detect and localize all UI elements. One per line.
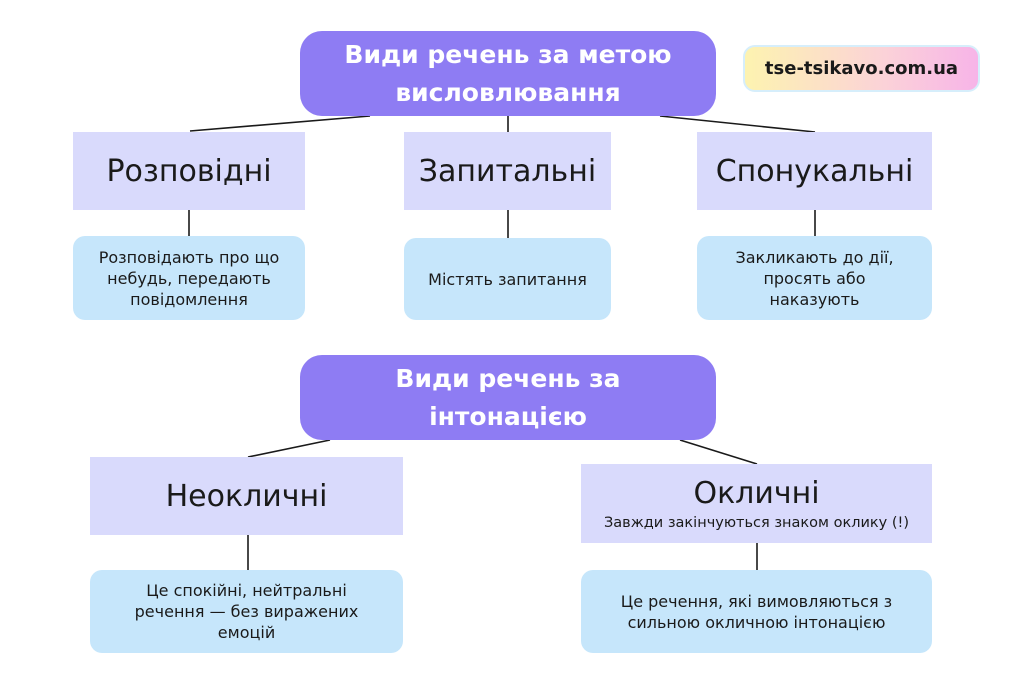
connector-line [247, 439, 331, 458]
connector-line [679, 439, 758, 465]
category-note: Завжди закінчуються знаком оклику (!) [603, 515, 909, 531]
category-interrogative: Запитальні [404, 132, 611, 210]
category-label: Окличні [693, 476, 820, 511]
intonation-header: Види речень за інтонацією [300, 355, 716, 440]
header-line: інтонацією [429, 401, 587, 431]
header-line: висловлювання [395, 77, 621, 107]
purpose-header: Види речень за метою висловлювання [300, 31, 716, 116]
description-box: Містять запитання [404, 238, 611, 320]
connector-line [189, 115, 371, 132]
category-exclamatory: Окличні Завжди закінчуються знаком оклик… [581, 464, 932, 543]
category-declarative: Розповідні [73, 132, 305, 210]
header-line: Види речень за метою [344, 39, 672, 69]
site-badge: tse-tsikavo.com.ua [743, 45, 980, 92]
category-label: Неокличні [165, 478, 328, 514]
category-label: Спонукальні [715, 153, 914, 189]
category-label: Запитальні [418, 153, 597, 189]
category-label: Розповідні [106, 153, 272, 189]
description-box: Закликають до дії, просять або наказують [697, 236, 932, 320]
category-imperative: Спонукальні [697, 132, 932, 210]
description-box: Розповідають про що небудь, передають по… [73, 236, 305, 320]
description-box: Це речення, які вимовляються з сильною о… [581, 570, 932, 653]
description-box: Це спокійні, нейтральні речення — без ви… [90, 570, 403, 653]
connector-line [659, 115, 816, 133]
header-line: Види речень за [395, 363, 621, 393]
category-non-exclamatory: Неокличні [90, 457, 403, 535]
